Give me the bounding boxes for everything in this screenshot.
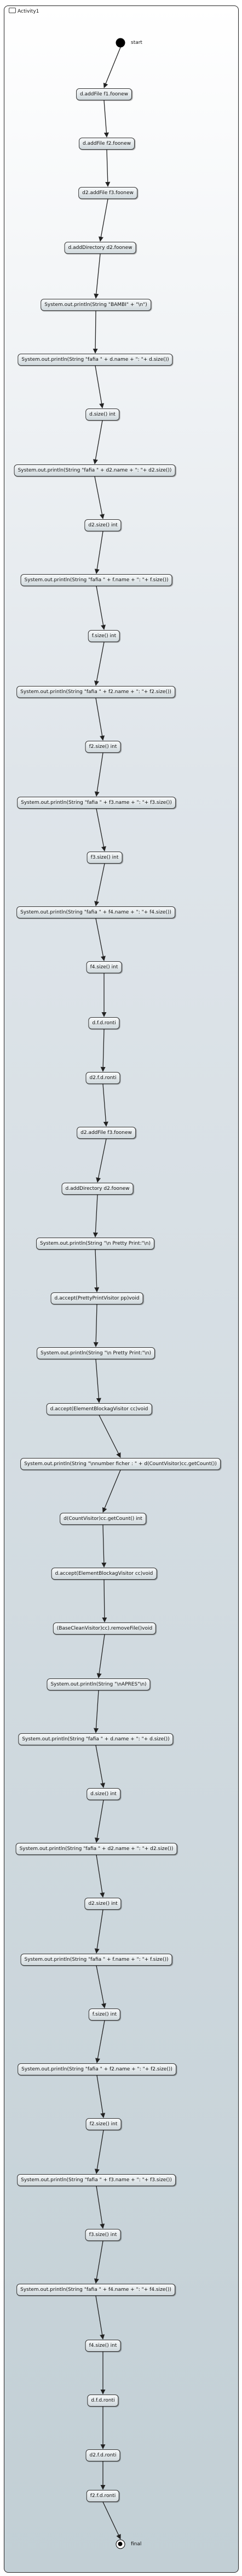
transition-arrow bbox=[93, 1690, 99, 1733]
action-node: d2.size() int bbox=[84, 519, 122, 531]
action-node: System.out.println(String "fafia " + f4.… bbox=[16, 2284, 175, 2296]
action-node: System.out.println(String "fafia " + f3.… bbox=[17, 2174, 176, 2186]
action-node: System.out.println(String "\nnumber fich… bbox=[20, 1458, 221, 1470]
action-node: f2.size() int bbox=[85, 2118, 122, 2130]
transition-arrow bbox=[105, 149, 111, 187]
transition-arrow bbox=[96, 2075, 106, 2118]
transition-arrow bbox=[94, 1909, 103, 1954]
activity-icon bbox=[9, 8, 16, 13]
action-node: d.f.d.ronti bbox=[87, 2395, 119, 2407]
action-node: f.size() int bbox=[88, 630, 120, 642]
action-node: System.out.println(String "fafia " + f4.… bbox=[16, 906, 175, 918]
transition-arrow bbox=[94, 2240, 103, 2284]
transition-arrow bbox=[95, 2020, 105, 2063]
action-node: System.out.println(String "fafia " + d2.… bbox=[14, 464, 176, 476]
transition-arrow bbox=[96, 1634, 105, 1678]
transition-arrow bbox=[94, 253, 101, 299]
action-node: f3.size() int bbox=[85, 2229, 121, 2241]
action-node: f2.f.d.ronti bbox=[86, 2490, 120, 2502]
transition-arrow bbox=[93, 1304, 99, 1347]
final-label: final bbox=[131, 2541, 142, 2547]
action-node: f4.size() int bbox=[86, 961, 122, 973]
transition-arrow bbox=[94, 863, 105, 906]
action-node: System.out.println(String "\nAPRES"\n) bbox=[47, 1678, 151, 1690]
transition-arrow bbox=[94, 752, 103, 797]
action-node: d2.addFile f3.foonew bbox=[77, 1127, 136, 1139]
action-node: System.out.println(String "fafia " + f.n… bbox=[20, 1954, 172, 1966]
action-node: d(CountVisitor)cc.getCount() int bbox=[60, 1513, 146, 1525]
transition-arrow bbox=[99, 1415, 121, 1458]
transition-arrow bbox=[95, 1359, 101, 1403]
action-node: d.addFile f1.foonew bbox=[76, 88, 132, 100]
action-node: System.out.println(String "fafia " + f2.… bbox=[16, 686, 175, 698]
transition-arrow bbox=[103, 47, 121, 88]
transition-arrow bbox=[96, 808, 106, 852]
action-node: System.out.println(String "\n Pretty Pri… bbox=[36, 1347, 155, 1359]
action-node: System.out.println(String "fafia " + d.n… bbox=[18, 1733, 174, 1745]
transition-arrow bbox=[95, 365, 105, 408]
transition-arrow bbox=[102, 1469, 121, 1513]
transition-arrow bbox=[95, 697, 105, 741]
action-node: d.addFile f2.foonew bbox=[79, 138, 135, 150]
transition-arrow bbox=[96, 1854, 105, 1898]
initial-label: start bbox=[131, 40, 142, 46]
action-node: d.addDirectory d2.foonew bbox=[64, 242, 136, 254]
transition-arrow bbox=[94, 1800, 104, 1843]
transition-arrow bbox=[94, 531, 103, 574]
action-node: System.out.println(String "fafia " + f2.… bbox=[18, 2063, 176, 2075]
action-node: d.accept(PrettyPrintVisitor pp)void bbox=[50, 1292, 143, 1304]
transition-arrow bbox=[93, 1194, 98, 1238]
transition-arrow bbox=[93, 420, 103, 464]
action-node: System.out.println(String "fafia " + d2.… bbox=[15, 1843, 177, 1855]
final-node bbox=[116, 2539, 125, 2549]
transition-arrow bbox=[94, 642, 105, 686]
transition-arrow bbox=[96, 2186, 105, 2229]
action-node: f4.size() int bbox=[85, 2340, 121, 2352]
transition-arrow bbox=[102, 1083, 108, 1127]
action-node: d.size() int bbox=[87, 1788, 120, 1800]
action-node: System.out.println(String "BAMBI" + "\n"… bbox=[41, 299, 151, 311]
action-node: System.out.println(String "fafia " + f.n… bbox=[20, 574, 172, 586]
action-node: (BaseCleanVisitor)cc).removeFile()void bbox=[53, 1622, 157, 1635]
transition-arrow bbox=[94, 2130, 104, 2174]
transition-arrow bbox=[100, 1029, 106, 1072]
action-node: System.out.println(String "\n Pretty Pri… bbox=[36, 1238, 155, 1250]
transition-arrow bbox=[96, 1965, 106, 2008]
action-node: f3.size() int bbox=[87, 852, 123, 864]
transition-arrow bbox=[95, 1745, 106, 1788]
action-node: f2.size() int bbox=[85, 741, 121, 753]
transition-arrow bbox=[102, 1579, 107, 1622]
transition-arrow bbox=[93, 310, 98, 354]
frame-title-text: Activity1 bbox=[18, 9, 39, 14]
action-node: d2.f.d.ronti bbox=[85, 1072, 120, 1084]
activity-frame bbox=[4, 5, 239, 2573]
action-node: f.size() int bbox=[88, 2008, 121, 2021]
action-node: d.size() int bbox=[85, 408, 119, 421]
action-node: System.out.println(String "fafia " + d.n… bbox=[18, 354, 173, 366]
action-node: d2.size() int bbox=[84, 1898, 122, 1910]
transition-arrow bbox=[95, 2295, 105, 2340]
transition-arrow bbox=[101, 1524, 107, 1568]
transition-arrow bbox=[96, 1138, 107, 1183]
action-node: d2.addFile f3.foonew bbox=[78, 187, 137, 199]
initial-node bbox=[116, 38, 125, 48]
action-node: System.out.println(String "fafia " + f3.… bbox=[17, 797, 176, 809]
transition-arrow bbox=[98, 198, 108, 242]
action-node: d.accept(ElementBlockagVisitor cc)void bbox=[46, 1403, 152, 1415]
transition-arrow bbox=[95, 918, 106, 961]
action-node: d.f.d.ronti bbox=[88, 1017, 120, 1029]
transition-arrow bbox=[94, 476, 105, 519]
action-node: d.addDirectory d2.foonew bbox=[61, 1183, 134, 1195]
action-node: d2.f.d.ronti bbox=[85, 2449, 120, 2461]
action-node: d.accept(ElementBlockagVisitor cc)void bbox=[51, 1568, 157, 1580]
transition-arrow bbox=[103, 100, 109, 138]
frame-title: Activity1 bbox=[9, 8, 39, 14]
transition-arrow bbox=[94, 1249, 100, 1292]
transition-arrow bbox=[102, 2501, 121, 2540]
transition-arrow bbox=[96, 586, 106, 630]
